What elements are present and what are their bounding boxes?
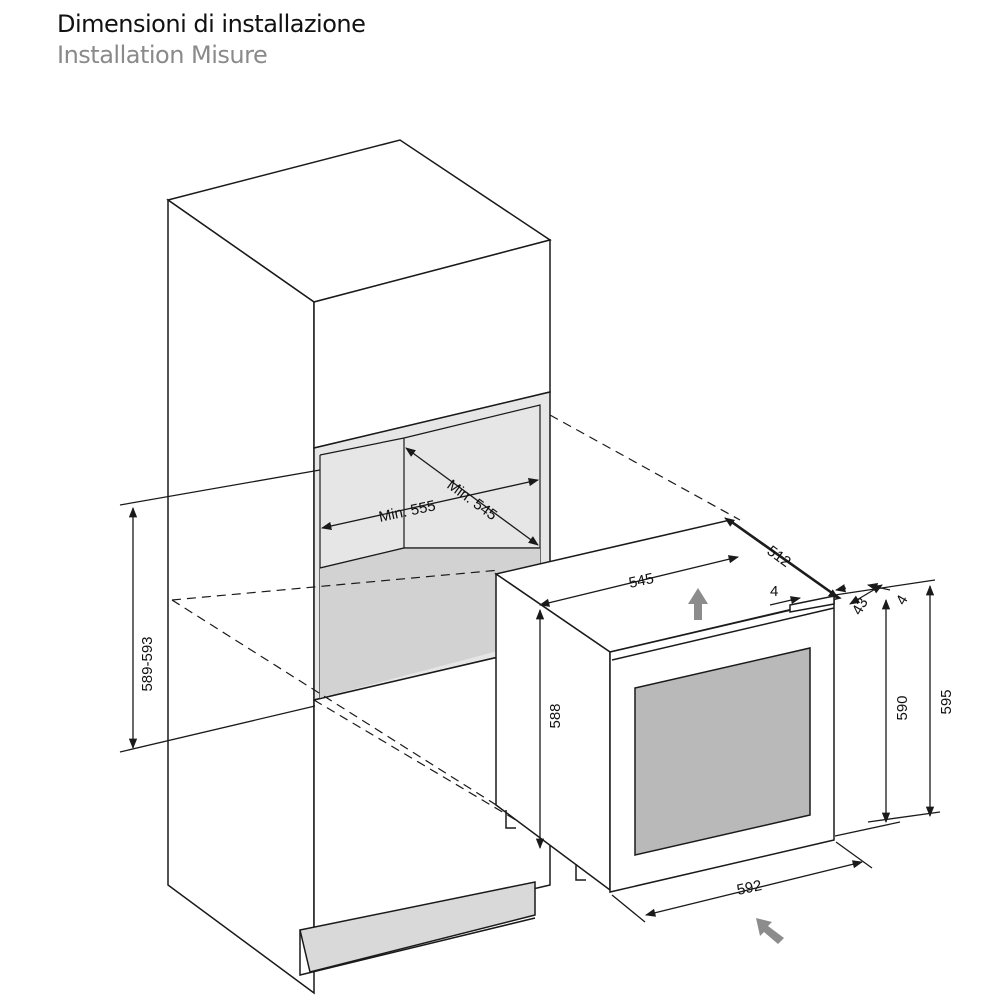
front-gap-small-label: 4 <box>893 592 912 608</box>
niche-interior <box>319 404 541 698</box>
appliance-dimension-lines <box>535 517 941 923</box>
appliance-side-height-label: 588 <box>547 703 564 728</box>
arrow-up-icon <box>688 588 708 620</box>
page-title: Dimensioni di installazione <box>57 10 366 38</box>
niche-height-dimension <box>119 469 321 753</box>
niche-height-label: 589-593 <box>139 636 156 691</box>
total-height-label: 595 <box>938 689 955 714</box>
cabinet-lower-panel <box>313 644 551 941</box>
front-width-label: 592 <box>735 877 763 899</box>
front-gap-label: 4 <box>770 583 778 600</box>
front-height-label: 590 <box>894 695 911 720</box>
page-subtitle: Installation Misure <box>57 41 268 69</box>
cabinet-side <box>167 198 315 995</box>
door-thickness-label: 43 <box>849 595 872 618</box>
cabinet-plinth <box>299 881 536 973</box>
arrow-diagonal-icon <box>756 918 784 944</box>
appliance <box>494 519 842 893</box>
appliance-window <box>634 647 811 856</box>
appliance-top-width-label: 545 <box>627 570 655 592</box>
niche-dimension-lines <box>320 447 540 546</box>
